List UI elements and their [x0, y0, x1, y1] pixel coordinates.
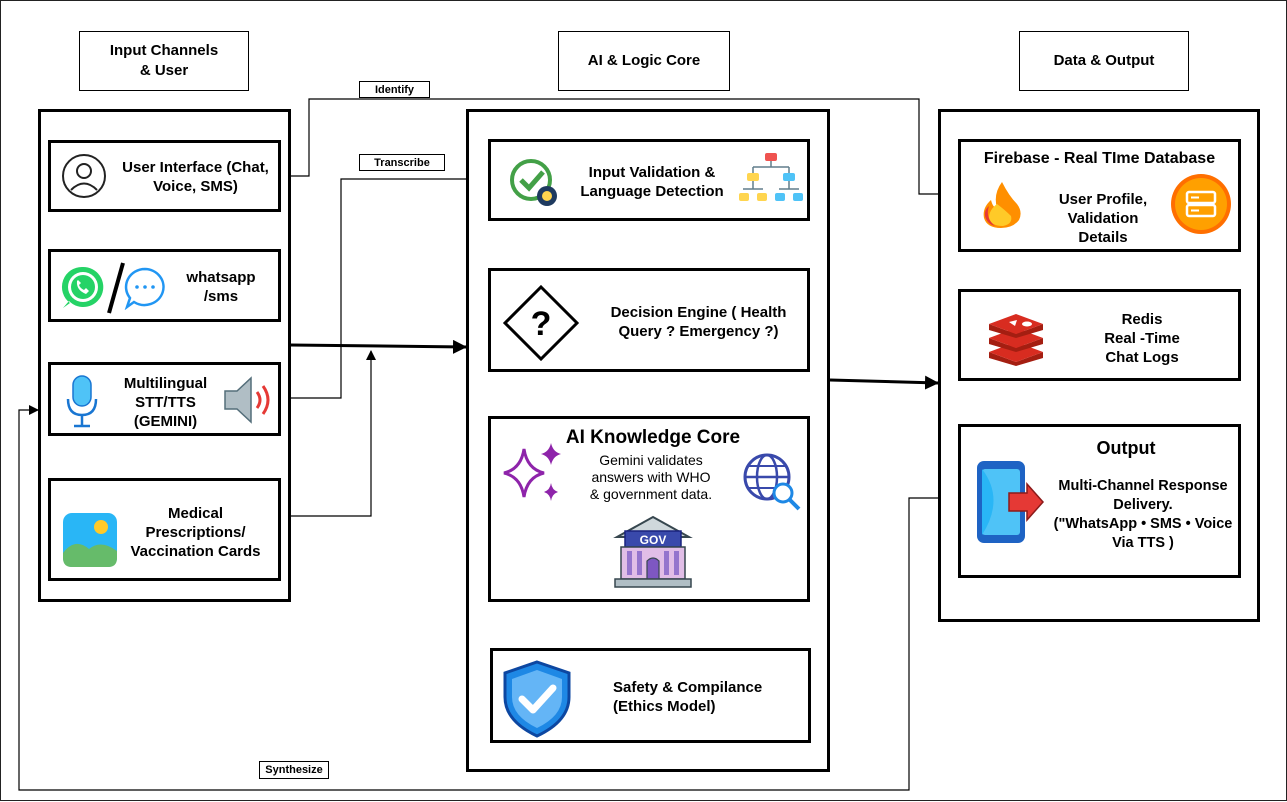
slash-divider	[107, 262, 125, 314]
firebase-node: Firebase - Real TIme Database User Profi…	[958, 139, 1241, 252]
speaker-icon	[224, 376, 270, 424]
whatsapp-sms-label: whatsapp /sms	[186, 269, 256, 305]
decision-node: ? Decision Engine ( Health Query ? Emerg…	[488, 268, 810, 372]
globe-search-icon	[743, 453, 801, 511]
medical-label: Medical Prescriptions/ Vaccination Cards	[130, 505, 261, 560]
safety-label: Safety & Compilance (Ethics Model)	[613, 679, 763, 715]
header-data-output: Data & Output	[1019, 31, 1189, 91]
user-icon	[62, 154, 106, 198]
user-interface-node: User Interface (Chat, Voice, SMS)	[48, 140, 281, 212]
identify-connector	[281, 98, 958, 199]
firebase-desc: User Profile, Validation Details	[1058, 191, 1148, 246]
redis-label: Redis Real -Time Chat Logs	[1104, 311, 1180, 366]
svg-text:?: ?	[531, 305, 552, 343]
input-to-ai-arrow	[289, 339, 467, 354]
knowledge-core-node: AI Knowledge Core Gemini validates answe…	[488, 416, 810, 602]
sms-bubble-icon	[124, 267, 165, 310]
check-gear-icon	[510, 159, 557, 206]
redis-node: Redis Real -Time Chat Logs	[958, 289, 1241, 381]
identify-label: Identify	[359, 81, 430, 98]
redis-icon	[989, 314, 1043, 366]
output-desc: Multi-Channel Response Delivery. ("Whats…	[1053, 478, 1233, 551]
safety-node: Safety & Compilance (Ethics Model)	[490, 648, 811, 743]
output-title: Output	[1096, 438, 1156, 458]
synthesize-label: Synthesize	[259, 761, 329, 779]
hierarchy-icon	[739, 153, 803, 201]
user-interface-label: User Interface (Chat, Voice, SMS)	[122, 159, 269, 195]
firebase-title: Firebase - Real TIme Database	[983, 150, 1216, 167]
whatsapp-icon	[61, 266, 104, 308]
validation-label: Input Validation & Language Detection	[580, 164, 724, 200]
sparkles-icon	[503, 443, 561, 501]
knowledge-title: AI Knowledge Core	[565, 427, 741, 448]
stt-tts-label: Multilingual STT/TTS (GEMINI)	[123, 375, 208, 430]
server-icon	[1171, 174, 1231, 234]
synthesize-connector	[18, 405, 958, 791]
microphone-icon	[66, 375, 98, 428]
header-ai-core: AI & Logic Core	[558, 31, 730, 91]
output-node: Output Multi-Channel Response Delivery. …	[958, 424, 1241, 578]
header-input-channels: Input Channels & User	[79, 31, 249, 91]
transcribe-label: Transcribe	[359, 154, 445, 171]
image-icon	[63, 513, 117, 567]
medical-node: Medical Prescriptions/ Vaccination Cards	[48, 478, 281, 581]
transcribe-connector	[279, 174, 489, 399]
shield-check-icon	[503, 660, 571, 738]
knowledge-desc: Gemini validates answers with WHO & gove…	[589, 452, 713, 502]
validation-node: Input Validation & Language Detection	[488, 139, 810, 221]
stt-tts-node: Multilingual STT/TTS (GEMINI)	[48, 362, 281, 436]
svg-text:GOV: GOV	[640, 533, 667, 547]
phone-arrow-icon	[977, 461, 1045, 543]
decision-label: Decision Engine ( Health Query ? Emergen…	[610, 304, 787, 340]
medical-connector	[279, 350, 376, 517]
question-diamond-icon: ?	[503, 285, 579, 361]
firebase-flame-icon	[983, 182, 1021, 228]
ai-to-data-arrow	[829, 375, 939, 390]
government-building-icon: GOV	[613, 515, 693, 588]
whatsapp-sms-node: whatsapp /sms	[48, 249, 281, 322]
